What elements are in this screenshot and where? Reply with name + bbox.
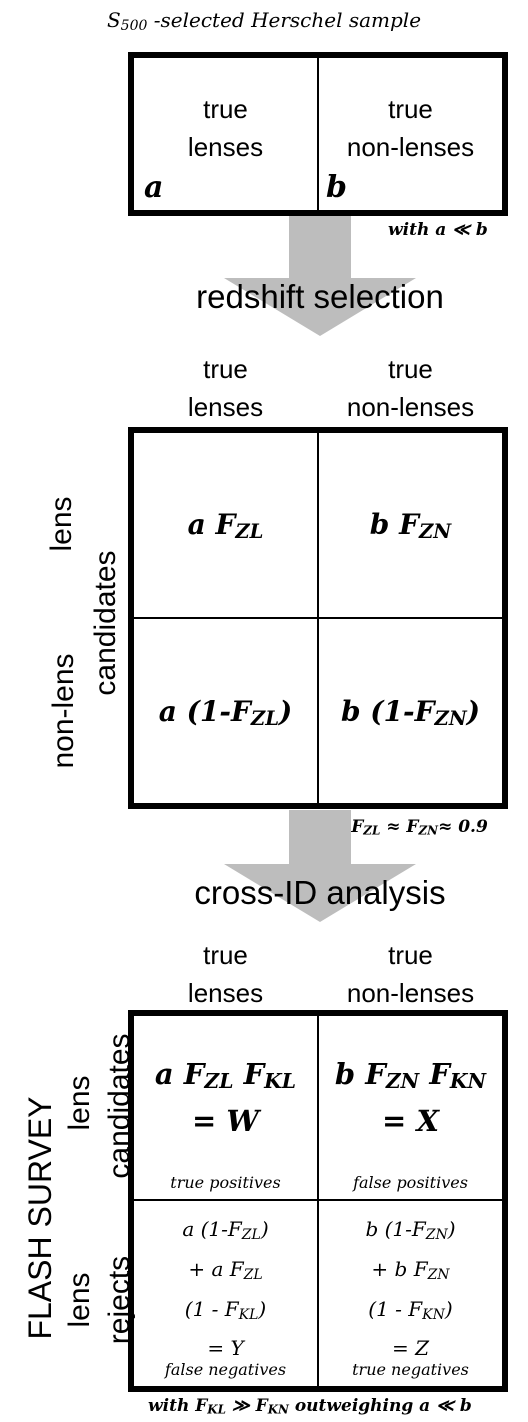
stage3-cell-tl-caption: true positives [170,1173,281,1192]
arrow2-shape [224,810,416,922]
stage3-col-right-label: true non-lenses [346,940,475,1008]
stage3-hdivider [128,1199,508,1201]
stage1-left-label: true lenses [187,94,264,162]
stage3-col-left-label: true lenses [187,940,264,1008]
stage1-note: with a ≪ b [388,220,488,240]
stage3-cell-br-formula: b (1-FZN) + b FZN (1 - FKN) = Z [365,1217,456,1361]
arrow2-label: cross-ID analysis [194,874,446,911]
diagram-title: S500 -selected Herschel sample [106,8,422,34]
stage3-cell-bl-formula: a (1-FZL) + a FZL (1 - FKL) = Y [182,1217,269,1361]
stage3-note: with FKL ≫ FKN outweighing a ≪ b [148,1396,472,1417]
stage2-cell-bl: a (1-FZL) [158,695,293,730]
stage3-vdivider [317,1010,319,1392]
arrow1-label: redshift selection [196,278,444,315]
stage3-side-outer-label: FLASH SURVEY [22,1096,58,1340]
stage2-col-left-label: true lenses [187,354,264,422]
stage3-cell-tr-formula: b FZN FKN = X [334,1057,487,1139]
stage2-row-shared-label: candidates [89,550,122,696]
down-arrow-icon [224,810,416,922]
arrow1-shape [224,216,416,336]
stage2-cell-tl: a FZL [187,508,264,543]
stage3-cell-tl-formula: a FZL FKL = W [154,1057,297,1139]
stage3-row-top-label-a: lens [63,1075,96,1131]
stage1-right-label: true non-lenses [346,94,475,162]
stage2-row-top-label: lens [45,496,78,552]
stage1-right-letter: b [326,170,347,205]
stage1-divider [317,52,319,216]
stage3-cell-bl-caption: false negatives [164,1360,287,1379]
down-arrow-icon [224,216,416,336]
stage2-row-bottom-label: non-lens [47,653,80,769]
stage3-cell-tr-caption: false positives [353,1173,468,1192]
stage2-hdivider [128,617,508,619]
stage3-row-bottom-label-a: lens [63,1272,96,1328]
stage2-cell-tr: b FZN [369,508,452,543]
stage3-cell-br-caption: true negatives [352,1360,469,1379]
stage2-cell-br: b (1-FZN) [340,695,481,730]
stage1-left-letter: a [144,170,164,205]
stage2-col-right-label: true non-lenses [346,354,475,422]
